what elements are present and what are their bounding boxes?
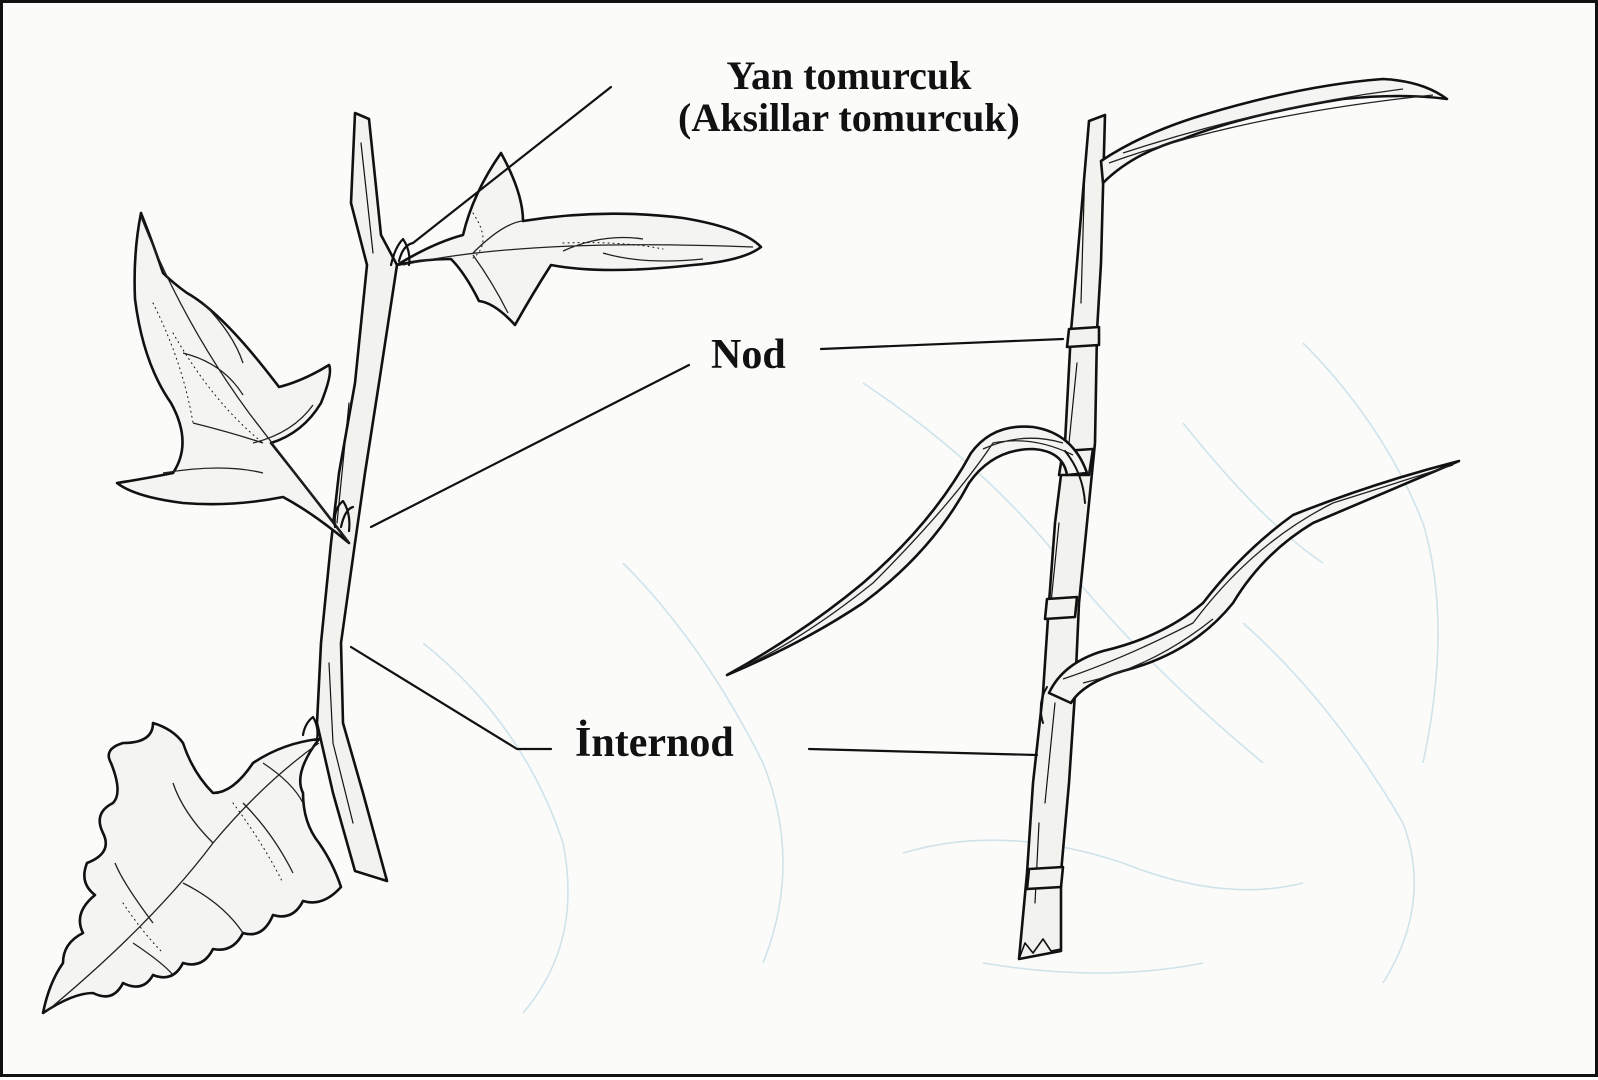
label-lateral-bud-line1: Yan tomurcuk <box>678 55 1020 97</box>
leader-internode-left <box>351 647 551 749</box>
label-internode: İnternod <box>575 721 734 765</box>
monocot-node-1 <box>1067 327 1099 347</box>
monocot-middle-leaf <box>727 427 1087 675</box>
plant-drawing <box>3 3 1598 1080</box>
dicot-plant <box>43 113 761 1013</box>
leader-node-right <box>821 339 1063 349</box>
monocot-node-3 <box>1045 597 1077 619</box>
monocot-stem <box>1019 115 1105 959</box>
dicot-upper-leaf <box>397 153 761 325</box>
dicot-main-stem <box>317 113 397 881</box>
label-lateral-bud-line2: (Aksillar tomurcuk) <box>678 97 1020 139</box>
leader-node-left <box>371 365 689 527</box>
dicot-lower-leaf <box>43 723 341 1013</box>
monocot-plant <box>727 79 1459 959</box>
bleed-through-texture <box>423 343 1438 1013</box>
dicot-left-leaf <box>117 213 349 543</box>
label-lateral-bud: Yan tomurcuk (Aksillar tomurcuk) <box>678 55 1020 139</box>
leader-internode-right <box>809 749 1037 755</box>
dicot-axillary-bud-lower <box>303 717 318 739</box>
monocot-node-4 <box>1027 867 1063 889</box>
label-node: Nod <box>711 333 786 377</box>
monocot-top-leaf <box>1101 79 1447 183</box>
leader-lines <box>351 87 1063 755</box>
monocot-lower-leaf <box>1049 461 1459 703</box>
